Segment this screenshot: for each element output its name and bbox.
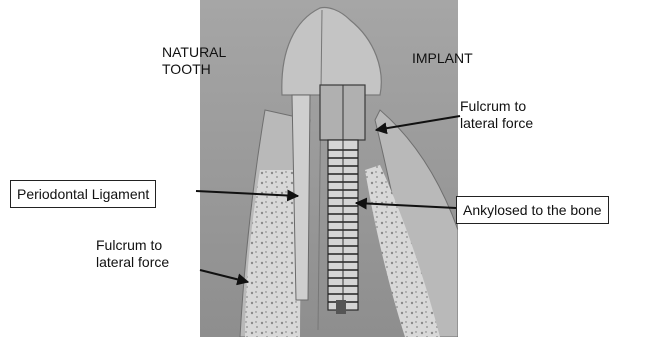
- periodontal-ligament-box: Periodontal Ligament: [10, 180, 156, 208]
- ankylosed-box: Ankylosed to the bone: [456, 196, 609, 224]
- fulcrum-tooth-label: Fulcrum to lateral force: [96, 237, 169, 271]
- implant-label: IMPLANT: [412, 50, 473, 67]
- natural-tooth-label: NATURAL TOOTH: [162, 44, 226, 78]
- fulcrum-implant-label: Fulcrum to lateral force: [460, 98, 533, 132]
